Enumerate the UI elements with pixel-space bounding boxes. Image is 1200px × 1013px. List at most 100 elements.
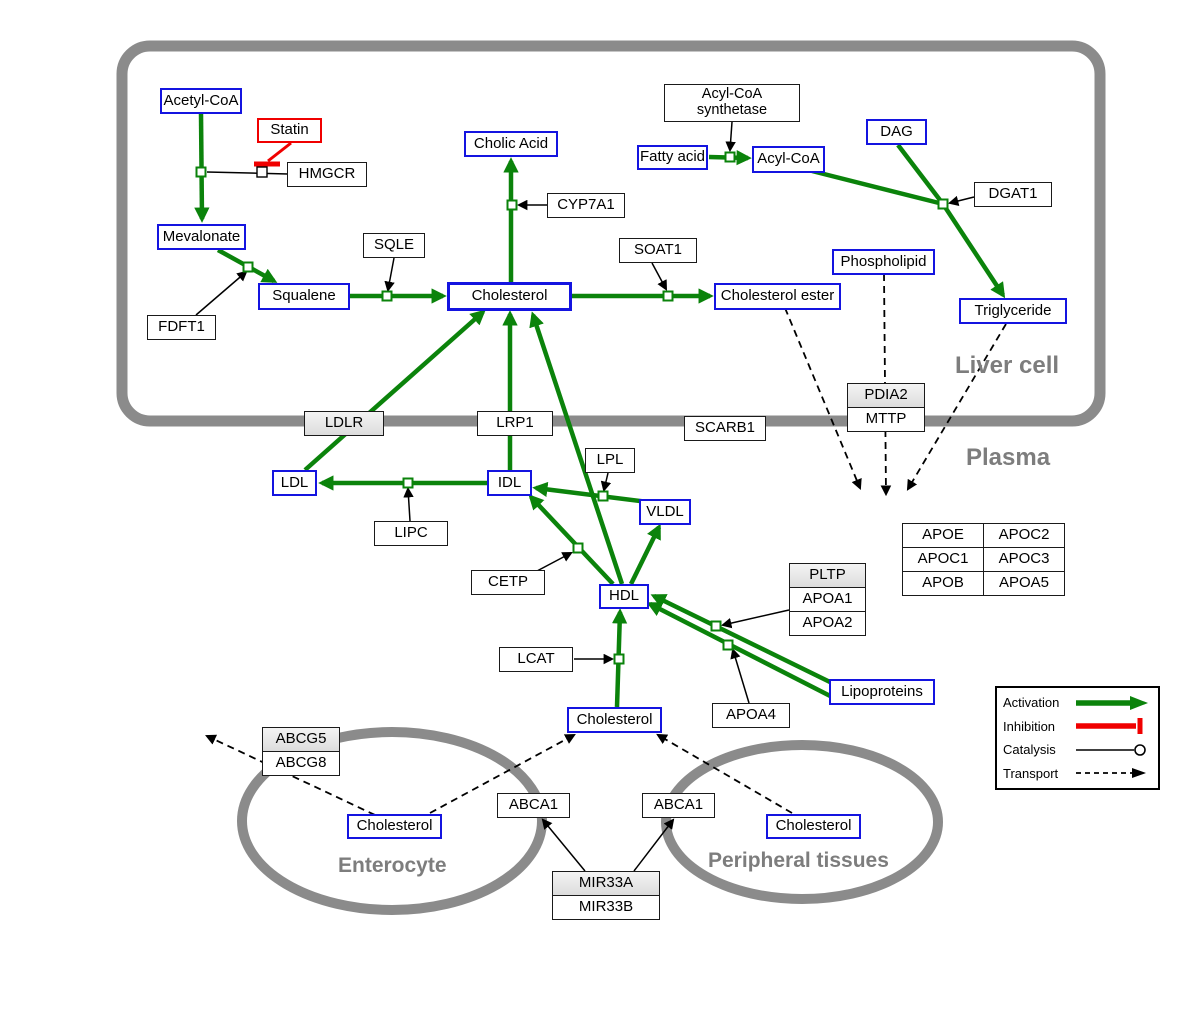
catalysis-soat1 xyxy=(651,262,667,291)
node-soat1[interactable]: SOAT1 xyxy=(619,238,697,263)
node-sqle[interactable]: SQLE xyxy=(363,233,425,258)
arrow-mir33-to-abca1-peripheral xyxy=(633,818,675,872)
transport-cholesterol-out-of-enterocyte xyxy=(205,734,376,816)
catalysis-lipc xyxy=(403,486,414,522)
edge-hdl-to-idl-cetp xyxy=(528,494,615,586)
node-cyp7a1[interactable]: CYP7A1 xyxy=(547,193,625,218)
node-cholesterol-plasma[interactable]: Cholesterol xyxy=(567,707,662,733)
node-pltp[interactable]: PLTP xyxy=(789,563,866,588)
anchor-sqle xyxy=(381,290,393,302)
legend-inhibition-label: Inhibition xyxy=(1003,718,1056,734)
catalysis-lpl xyxy=(600,472,612,493)
node-pdia2[interactable]: PDIA2 xyxy=(847,383,925,408)
node-triglyceride[interactable]: Triglyceride xyxy=(959,298,1067,324)
edge-lipoproteins-to-hdl-upper xyxy=(650,593,833,686)
node-lipoproteins[interactable]: Lipoproteins xyxy=(829,679,935,705)
anchor-acylcoa-synthetase xyxy=(724,151,736,163)
edge-lipoproteins-to-hdl-lower xyxy=(646,601,842,704)
legend-transport-label: Transport xyxy=(1003,765,1059,781)
anchor-apoa-upper xyxy=(710,620,722,632)
plasma-label: Plasma xyxy=(966,444,1051,471)
node-lipc[interactable]: LIPC xyxy=(374,521,448,546)
legend-row-inhibition: Inhibition xyxy=(1003,717,1152,735)
node-apoe[interactable]: APOE xyxy=(902,523,984,548)
inhibition-statin-line xyxy=(267,141,292,163)
arrow-apoa4-to-hdl-edge xyxy=(730,647,750,704)
node-mevalonate[interactable]: Mevalonate xyxy=(157,224,246,250)
node-lrp1[interactable]: LRP1 xyxy=(477,411,553,436)
node-dgat1[interactable]: DGAT1 xyxy=(974,182,1052,207)
node-cholesterol-liver[interactable]: Cholesterol xyxy=(447,282,572,311)
legend: Activation Inhibition Catalysis Transpor… xyxy=(995,686,1160,790)
legend-row-activation: Activation xyxy=(1003,694,1152,712)
node-cholic-acid[interactable]: Cholic Acid xyxy=(464,131,558,157)
node-dag[interactable]: DAG xyxy=(866,119,927,145)
node-mir33b[interactable]: MIR33B xyxy=(552,895,660,920)
catalysis-fdft1 xyxy=(195,270,248,316)
node-hmgcr[interactable]: HMGCR xyxy=(287,162,367,187)
node-lcat[interactable]: LCAT xyxy=(499,647,573,672)
arrow-apoa-stack-to-hdl-edge xyxy=(720,609,790,629)
legend-catalysis-label: Catalysis xyxy=(1003,742,1056,758)
node-apoa5[interactable]: APOA5 xyxy=(983,571,1065,596)
catalysis-dgat1 xyxy=(947,195,975,207)
node-apoa1[interactable]: APOA1 xyxy=(789,587,866,612)
anchor-cetp xyxy=(572,542,584,554)
anchor-lpl xyxy=(597,490,609,502)
node-abcg5[interactable]: ABCG5 xyxy=(262,727,340,752)
anchor-dgat1 xyxy=(937,198,949,210)
node-scarb1[interactable]: SCARB1 xyxy=(684,416,766,441)
catalysis-circle-icon xyxy=(1076,743,1146,756)
transport-dashed-arrow-icon xyxy=(1076,768,1146,779)
edge-hdl-to-vldl xyxy=(628,523,662,585)
catalysis-acylcoa-synthetase xyxy=(725,121,736,153)
node-abcg8[interactable]: ABCG8 xyxy=(262,751,340,776)
node-acyl-coa[interactable]: Acyl-CoA xyxy=(752,146,825,173)
anchor-lipc xyxy=(402,477,414,489)
edge-acylcoa-to-dgat-junction xyxy=(811,168,944,207)
node-cholesterol-enterocyte[interactable]: Cholesterol xyxy=(347,814,442,839)
arrow-mir33-to-abca1-enterocyte xyxy=(541,818,586,872)
node-cetp[interactable]: CETP xyxy=(471,570,545,595)
legend-activation-label: Activation xyxy=(1003,695,1060,711)
node-vldl[interactable]: VLDL xyxy=(639,499,691,525)
node-abca1-peripheral[interactable]: ABCA1 xyxy=(642,793,715,818)
node-hdl[interactable]: HDL xyxy=(599,584,649,609)
transport-triglyceride-to-plasma xyxy=(906,323,1007,491)
node-idl[interactable]: IDL xyxy=(487,470,532,496)
node-apoc2[interactable]: APOC2 xyxy=(983,523,1065,548)
transport-peripheral-cholesterol-to-plasma xyxy=(656,733,793,814)
node-statin[interactable]: Statin xyxy=(257,118,322,143)
node-acetyl-coa[interactable]: Acetyl-CoA xyxy=(160,88,242,114)
node-mttp[interactable]: MTTP xyxy=(847,407,925,432)
transport-enterocyte-cholesterol-to-plasma xyxy=(429,733,576,814)
node-squalene[interactable]: Squalene xyxy=(258,283,350,310)
transport-cholesterolester-to-plasma xyxy=(784,307,862,490)
liver-cell-label: Liver cell xyxy=(955,352,1060,379)
anchor-lcat xyxy=(613,653,625,665)
liver-cell-membrane xyxy=(116,40,1106,427)
inhibition-tbar-icon xyxy=(1076,718,1143,735)
catalysis-cetp xyxy=(536,552,573,572)
node-lpl[interactable]: LPL xyxy=(585,448,635,473)
node-phospholipid[interactable]: Phospholipid xyxy=(832,249,935,275)
node-apob[interactable]: APOB xyxy=(902,571,984,596)
node-mir33a[interactable]: MIR33A xyxy=(552,871,660,896)
anchor-fdft1 xyxy=(242,261,254,273)
node-apoa2[interactable]: APOA2 xyxy=(789,611,866,636)
node-apoa4[interactable]: APOA4 xyxy=(712,703,790,728)
node-cholesterol-peripheral[interactable]: Cholesterol xyxy=(766,814,861,839)
catalysis-hmgcr xyxy=(206,171,289,175)
node-ldlr[interactable]: LDLR xyxy=(304,411,384,436)
node-cholesterol-ester[interactable]: Cholesterol ester xyxy=(714,283,841,310)
node-ldl[interactable]: LDL xyxy=(272,470,317,496)
edge-vldl-to-idl xyxy=(532,481,649,505)
node-fdft1[interactable]: FDFT1 xyxy=(147,315,216,340)
node-abca1-enterocyte[interactable]: ABCA1 xyxy=(497,793,570,818)
node-apoc3[interactable]: APOC3 xyxy=(983,547,1065,572)
node-acyl-coa-synthetase[interactable]: Acyl-CoA synthetase xyxy=(664,84,800,122)
edge-ldl-to-cholesterol xyxy=(303,309,486,472)
node-apoc1[interactable]: APOC1 xyxy=(902,547,984,572)
anchor-soat1 xyxy=(662,290,674,302)
node-fatty-acid[interactable]: Fatty acid xyxy=(637,145,708,170)
